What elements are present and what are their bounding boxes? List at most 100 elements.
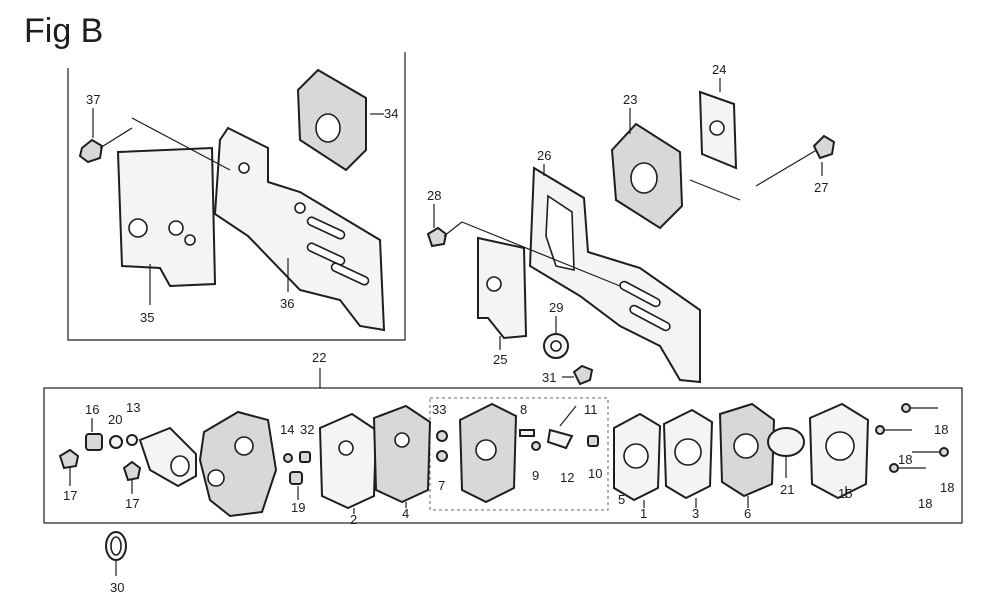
callout-37: 37 [86,92,100,107]
bolt-28 [426,221,463,248]
carburetor-body [198,410,278,518]
cover-15-center [825,431,855,461]
callout-24: 24 [712,62,726,77]
callout-18-right: 18 [940,480,954,495]
clip-29 [543,333,569,359]
cover-6-center [733,433,759,459]
bolt-37 [78,127,133,164]
screw-18-mid-left [875,425,912,435]
pump-body-port [475,439,497,461]
callout-17-left: 17 [63,488,77,503]
callout-28: 28 [427,188,441,203]
carb-body-port-2 [234,436,254,456]
callout-5: 5 [618,492,625,507]
callout-4: 4 [402,506,409,521]
callout-9: 9 [532,468,539,483]
insulator-36-slot-1 [306,216,346,240]
part-19 [289,471,303,485]
gasket-35-hole-2 [168,220,184,236]
part-33 [436,430,448,442]
nut-31 [572,364,594,386]
callout-17-center: 17 [125,496,139,511]
callout-8: 8 [520,402,527,417]
callout-10: 10 [588,466,602,481]
figure-title: Fig B [24,12,104,50]
block-34-port [315,113,341,143]
fitting-16 [85,433,103,451]
screw-18-bottom [889,463,926,473]
carb-body-port [207,469,225,487]
callout-22: 22 [312,350,326,365]
callout-29: 29 [549,300,563,315]
diaphragm-3-center [674,438,702,466]
callout-18-top: 18 [934,422,948,437]
callout-19: 19 [291,500,305,515]
ring-30-inner [110,536,122,556]
callout-33: 33 [432,402,446,417]
callout-18-mid: 18 [898,452,912,467]
screw-17-left [58,448,80,476]
part-9 [531,441,541,451]
gasket-1-hole [623,443,649,469]
callout-31: 31 [542,370,556,385]
leader-37-to-plate [131,117,231,171]
sub-assembly-5-frame [429,397,609,511]
carburetor-assembly-frame [43,387,963,524]
gasket-35-hole-3 [184,234,196,246]
gasket-2-hole [338,440,354,456]
block-23-port [630,162,658,194]
callout-27: 27 [814,180,828,195]
part-14 [283,453,293,463]
gasket-2 [318,412,378,510]
plate-4 [372,404,432,504]
lever-12 [546,428,574,450]
gasket-24-hole [709,120,725,136]
callout-7: 7 [438,478,445,493]
primer-bulb-21 [767,427,805,457]
callout-35: 35 [140,310,154,325]
screw-17-center [122,460,142,482]
callout-25: 25 [493,352,507,367]
callout-3: 3 [692,506,699,521]
callout-2: 2 [350,512,357,527]
callout-23: 23 [623,92,637,107]
bolt-27 [755,134,836,187]
gasket-35-hole [128,218,148,238]
pin-11 [559,405,577,427]
callout-12: 12 [560,470,574,485]
callout-30: 30 [110,580,124,595]
screw-10 [587,435,599,447]
plate-26-slot-1 [619,280,661,308]
insulator-36-slot-3 [330,262,370,286]
callout-14: 14 [280,422,294,437]
insulator-36-slot-2 [306,242,346,266]
callout-18-bottom: 18 [918,496,932,511]
callout-21: 21 [780,482,794,497]
insulator-36-hole [238,162,250,174]
callout-6: 6 [744,506,751,521]
plate-26-cutout [545,194,575,272]
insulator-plate-36 [213,126,386,332]
elbow-port [170,455,190,477]
gasket-25 [477,236,528,340]
callout-20: 20 [108,412,122,427]
intake-elbow [138,426,197,488]
insulator-36-hole-2 [294,202,306,214]
screw-18-mid-right [912,447,949,457]
washer-20 [109,435,123,449]
callout-11: 11 [584,402,598,417]
screw-18-top [901,403,938,413]
callout-15: 15 [838,486,852,501]
gasket-plate-35 [116,146,217,288]
leader-28-line [461,221,621,287]
oring-13 [126,434,138,446]
upper-left-group-frame [67,52,406,341]
gasket-25-hole [486,276,502,292]
plate-4-hole [394,432,410,448]
plate-26-slot-2 [629,304,671,332]
callout-34: 34 [384,106,398,121]
callout-32: 32 [300,422,314,437]
leader-27-line [689,179,741,201]
callout-1: 1 [640,506,647,521]
